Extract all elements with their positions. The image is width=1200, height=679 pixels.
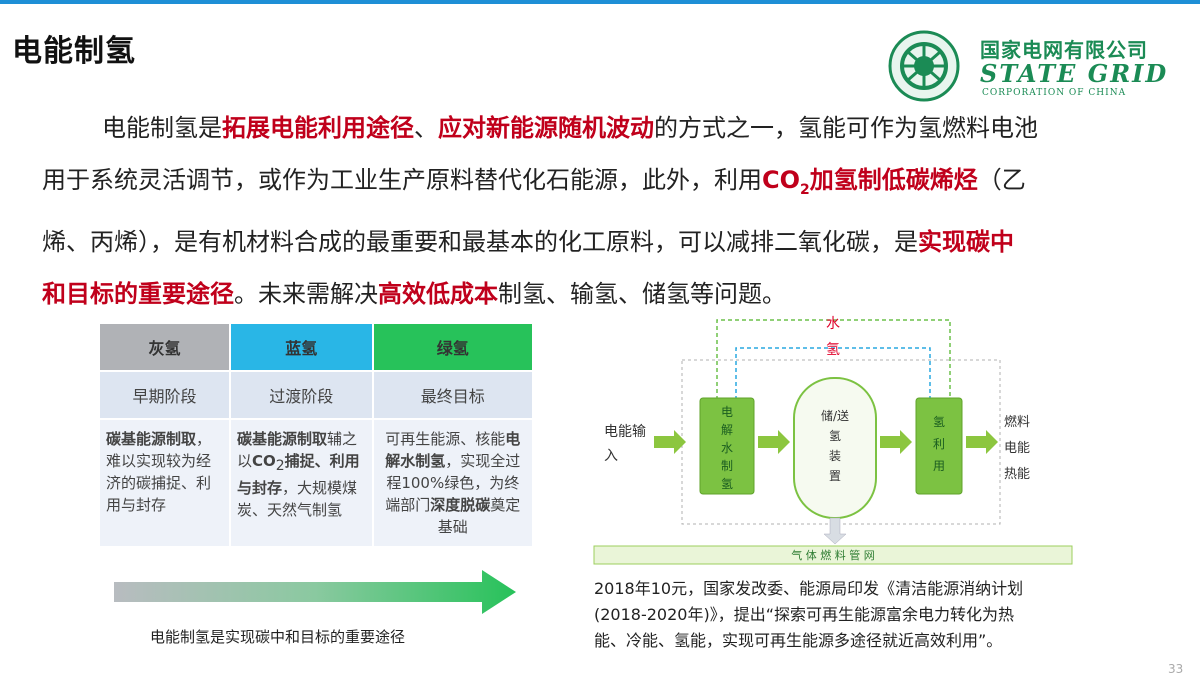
- stage-green: 最终目标: [371, 370, 535, 420]
- state-grid-globe-icon: [888, 30, 960, 102]
- paragraph-line-1: 电能制氢是拓展电能利用途径、应对新能源随机波动的方式之一，氢能可作为氢燃料电池: [42, 102, 1172, 154]
- header-green-hydrogen: 绿氢: [371, 322, 535, 372]
- para-seg: 烯、丙烯），是有机材料合成的最重要和最基本的化工原料，可以减排二氧化碳，是: [42, 227, 918, 256]
- hydrogen-loop-line: [735, 347, 931, 400]
- para-seg: 制氢、输氢、储氢等问题。: [498, 279, 786, 308]
- desc-gray: 碳基能源制取，难以实现较为经济的碳捕捉、利用与封存: [98, 418, 231, 548]
- para-seg: 、: [414, 114, 438, 142]
- paragraph-line-4: 和目标的重要途径。未来需解决高效低成本制氢、输氢、储氢等问题。: [42, 268, 1172, 320]
- desc-bold: 碳基能源制取: [236, 430, 327, 448]
- para-seg: 。未来需解决: [234, 279, 378, 308]
- desc-bold: 深度脱碳: [430, 496, 491, 514]
- flow-arrow: [966, 430, 998, 454]
- input-label: 入: [604, 448, 618, 464]
- water-loop-line: [716, 319, 951, 400]
- box3-char: 利: [933, 437, 945, 451]
- desc-green: 可再生能源、核能电解水制氢，实现全过程100%绿色，为终端部门深度脱碳奠定基础: [371, 418, 535, 548]
- caption-right: 2018年10元，国家发改委、能源局印发《清洁能源消纳计划 (2018-2020…: [594, 576, 1114, 654]
- box2-text: 装: [829, 449, 841, 463]
- para-highlight: 和目标的重要途径: [42, 279, 234, 308]
- para-seg: 电能制氢是: [102, 114, 222, 142]
- output-label: 电能: [1004, 441, 1030, 456]
- output-label: 热能: [1004, 467, 1030, 482]
- caption-right-line: 能、冷能、氢能，实现可再生能源多途径就近高效利用”。: [594, 631, 1003, 650]
- progress-arrow: [114, 570, 516, 614]
- hydrogen-types-table: 灰氢 蓝氢 绿氢 早期阶段 过渡阶段 最终目标 碳基能源制取，难以实现较为经济的…: [98, 322, 535, 548]
- para-highlight: 加氢制低碳烯烃: [809, 166, 978, 194]
- flow-arrow: [758, 430, 790, 454]
- logo-chinese-name: 国家电网有限公司: [980, 38, 1148, 62]
- flow-arrow: [880, 430, 912, 454]
- gas-pipeline-bar: [593, 545, 1073, 565]
- desc-text: 奠定基础: [437, 496, 521, 536]
- slide-title: 电能制氢: [12, 34, 136, 69]
- storage-tank: [793, 377, 877, 519]
- logo-english-name: STATE GRID: [980, 59, 1169, 88]
- box3-char: 氢: [933, 414, 945, 429]
- desc-text: ，难以实现较为经济的碳捕捉、利用与封存: [106, 430, 212, 514]
- para-highlight: 实现碳中: [918, 227, 1014, 256]
- box2-text: 置: [829, 469, 841, 483]
- para-seg: （乙: [977, 166, 1026, 194]
- header-gray-hydrogen: 灰氢: [98, 322, 231, 372]
- desc-bold: 捕捉、利用与封存: [236, 452, 360, 497]
- input-label: 电能输: [604, 424, 646, 440]
- header-blue-hydrogen: 蓝氢: [228, 322, 374, 372]
- desc-text: 可再生能源、核能: [385, 430, 506, 448]
- pipeline-label: 气 体 燃 料 管 网: [791, 548, 874, 562]
- box2-text: 储/送: [821, 408, 849, 423]
- stage-gray: 早期阶段: [98, 370, 231, 420]
- paragraph-line-3: 烯、丙烯），是有机材料合成的最重要和最基本的化工原料，可以减排二氧化碳，是实现碳…: [42, 216, 1172, 268]
- page-number: 33: [1168, 662, 1184, 676]
- utilization-box: [915, 397, 963, 495]
- desc-bold: CO: [251, 452, 276, 470]
- para-highlight: CO: [762, 166, 801, 194]
- caption-left: 电能制氢是实现碳中和目标的重要途径: [150, 628, 406, 646]
- box1-char: 解: [721, 423, 733, 437]
- hydrogen-flow-diagram: 水 氢 电能输 入 电 解 水 制 氢 储/送 氢 装 置 氢 利 用 燃料 电…: [593, 316, 1073, 565]
- para-subscript: 2: [800, 181, 810, 198]
- loop-label-water: 水: [826, 316, 840, 332]
- desc-text: 辅之以: [236, 430, 357, 470]
- desc-blue: 碳基能源制取辅之以CO2捕捉、利用与封存，大规模煤炭、天然气制氢: [228, 418, 374, 548]
- down-arrow: [823, 517, 847, 545]
- para-highlight: 应对新能源随机波动: [438, 114, 654, 142]
- desc-bold: 碳基能源制取: [106, 430, 197, 448]
- para-seg: 的方式之一，氢能可作为氢燃料电池: [654, 114, 1038, 142]
- box2-text: 氢: [829, 428, 841, 443]
- top-accent-bar: [0, 0, 1200, 4]
- output-label: 燃料: [1004, 414, 1030, 430]
- intro-paragraph: 电能制氢是拓展电能利用途径、应对新能源随机波动的方式之一，氢能可作为氢燃料电池 …: [42, 102, 1172, 320]
- box3-char: 用: [933, 459, 945, 473]
- stage-blue: 过渡阶段: [228, 370, 374, 420]
- para-highlight: 高效低成本: [378, 279, 498, 308]
- logo-corporation: CORPORATION OF CHINA: [982, 88, 1127, 98]
- loop-label-hydrogen: 氢: [826, 342, 840, 358]
- caption-right-line: (2018-2020年)》，提出“探索可再生能源富余电力转化为热: [594, 605, 1014, 624]
- box1-char: 水: [721, 441, 733, 455]
- para-seg: 用于系统灵活调节，或作为工业生产原料替代化石能源，此外，利用: [42, 166, 762, 194]
- para-highlight: 拓展电能利用途径: [222, 114, 414, 142]
- paragraph-line-2: 用于系统灵活调节，或作为工业生产原料替代化石能源，此外，利用CO2加氢制低碳烯烃…: [42, 154, 1172, 216]
- caption-right-line: 2018年10元，国家发改委、能源局印发《清洁能源消纳计划: [594, 579, 1024, 598]
- box1-char: 电: [721, 405, 733, 419]
- desc-text: ，大规模煤炭、天然气制氢: [236, 479, 357, 519]
- desc-text: ，实现全过程100%绿色，为终端部门: [385, 452, 521, 514]
- state-grid-logo: 国家电网有限公司 STATE GRID CORPORATION OF CHINA: [888, 30, 1178, 110]
- desc-bold: 电解水制氢: [385, 430, 521, 470]
- desc-subscript: 2: [275, 458, 285, 474]
- box1-char: 制: [721, 459, 733, 473]
- flow-arrow: [654, 430, 686, 454]
- box1-char: 氢: [721, 476, 733, 491]
- electrolysis-box: [699, 397, 755, 495]
